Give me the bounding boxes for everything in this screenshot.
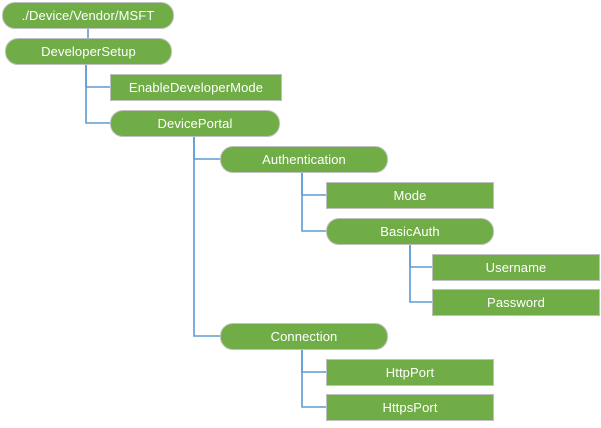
node-label-username: Username bbox=[485, 260, 547, 275]
node-enable-developer-mode[interactable]: EnableDeveloperMode bbox=[110, 74, 282, 101]
node-https-port[interactable]: HttpsPort bbox=[326, 394, 494, 421]
node-label-https-port: HttpsPort bbox=[382, 400, 438, 415]
node-username[interactable]: Username bbox=[432, 254, 600, 281]
connector-basic-auth-to-password bbox=[409, 245, 432, 303]
node-label-basic-auth: BasicAuth bbox=[380, 224, 440, 239]
node-label-root: ./Device/Vendor/MSFT bbox=[21, 8, 155, 23]
node-label-device-portal: DevicePortal bbox=[157, 116, 233, 131]
node-label-http-port: HttpPort bbox=[385, 365, 435, 380]
connector-developer-setup-to-enable-developer-mode bbox=[85, 65, 110, 88]
node-label-enable-developer-mode: EnableDeveloperMode bbox=[128, 80, 264, 95]
connector-connection-to-https-port bbox=[301, 350, 326, 408]
connector-authentication-to-mode bbox=[301, 173, 326, 196]
connector-connection-to-http-port bbox=[301, 350, 326, 373]
connector-authentication-to-basic-auth bbox=[301, 173, 326, 232]
connector-developer-setup-to-device-portal bbox=[85, 65, 110, 124]
node-device-portal[interactable]: DevicePortal bbox=[110, 110, 280, 137]
node-basic-auth[interactable]: BasicAuth bbox=[326, 218, 494, 245]
node-label-connection: Connection bbox=[270, 329, 338, 344]
node-label-authentication: Authentication bbox=[262, 152, 346, 167]
node-label-password: Password bbox=[487, 295, 545, 310]
node-developer-setup[interactable]: DeveloperSetup bbox=[5, 38, 172, 65]
node-http-port[interactable]: HttpPort bbox=[326, 359, 494, 386]
connector-device-portal-to-connection bbox=[193, 137, 220, 337]
node-authentication[interactable]: Authentication bbox=[220, 146, 388, 173]
node-root[interactable]: ./Device/Vendor/MSFT bbox=[2, 2, 174, 29]
connector-device-portal-to-authentication bbox=[193, 137, 220, 160]
node-mode[interactable]: Mode bbox=[326, 182, 494, 209]
node-password[interactable]: Password bbox=[432, 289, 600, 316]
connector-basic-auth-to-username bbox=[409, 245, 432, 268]
node-label-developer-setup: DeveloperSetup bbox=[41, 44, 136, 59]
node-label-mode: Mode bbox=[393, 188, 427, 203]
node-connection[interactable]: Connection bbox=[220, 323, 388, 350]
